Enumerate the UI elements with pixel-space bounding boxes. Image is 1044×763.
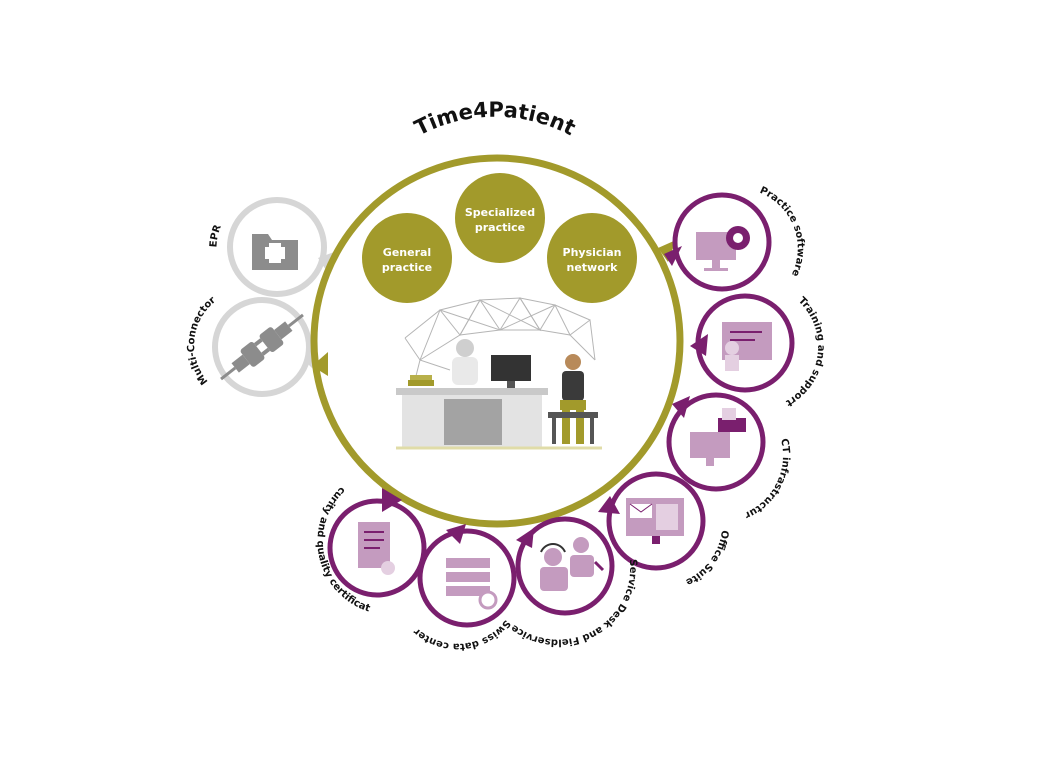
security-certification-node [327,488,427,598]
folder-icon [252,234,298,270]
presentation-icon [722,322,772,371]
svg-text:Physician: Physician [563,246,622,259]
training-support-node [690,293,795,393]
multi-connector-node [212,297,318,397]
svg-text:network: network [566,261,618,274]
plug-icon [220,313,304,381]
computer-icon [690,408,746,466]
monitor-icon [491,355,531,389]
svg-text:practice: practice [382,261,432,274]
epr-node [227,197,334,297]
diagram-title: Time4Patient [411,98,580,141]
server-icon [446,558,498,610]
service-desk-node [515,516,615,616]
patient-figure [548,354,598,444]
svg-text:practice: practice [475,221,525,234]
support-people-icon [540,537,605,591]
doctor-figure [452,339,478,385]
circle-general-practice: General practice [362,213,452,303]
desk [396,375,548,447]
monitor-gear-icon [696,226,750,271]
circle-physician-network: Physician network [547,213,637,303]
label-epr: EPR [208,223,223,247]
svg-text:Specialized: Specialized [465,206,535,219]
network-mesh [404,297,596,381]
svg-text:General: General [383,246,431,259]
ict-infrastructure-node [666,392,766,492]
circle-specialized-practice: Specialized practice [455,173,545,263]
office-suite-node [598,471,706,571]
swiss-data-centers-node [417,524,517,628]
email-window-icon [626,498,684,544]
practice-software-node [664,192,772,292]
certificate-icon [358,522,395,575]
